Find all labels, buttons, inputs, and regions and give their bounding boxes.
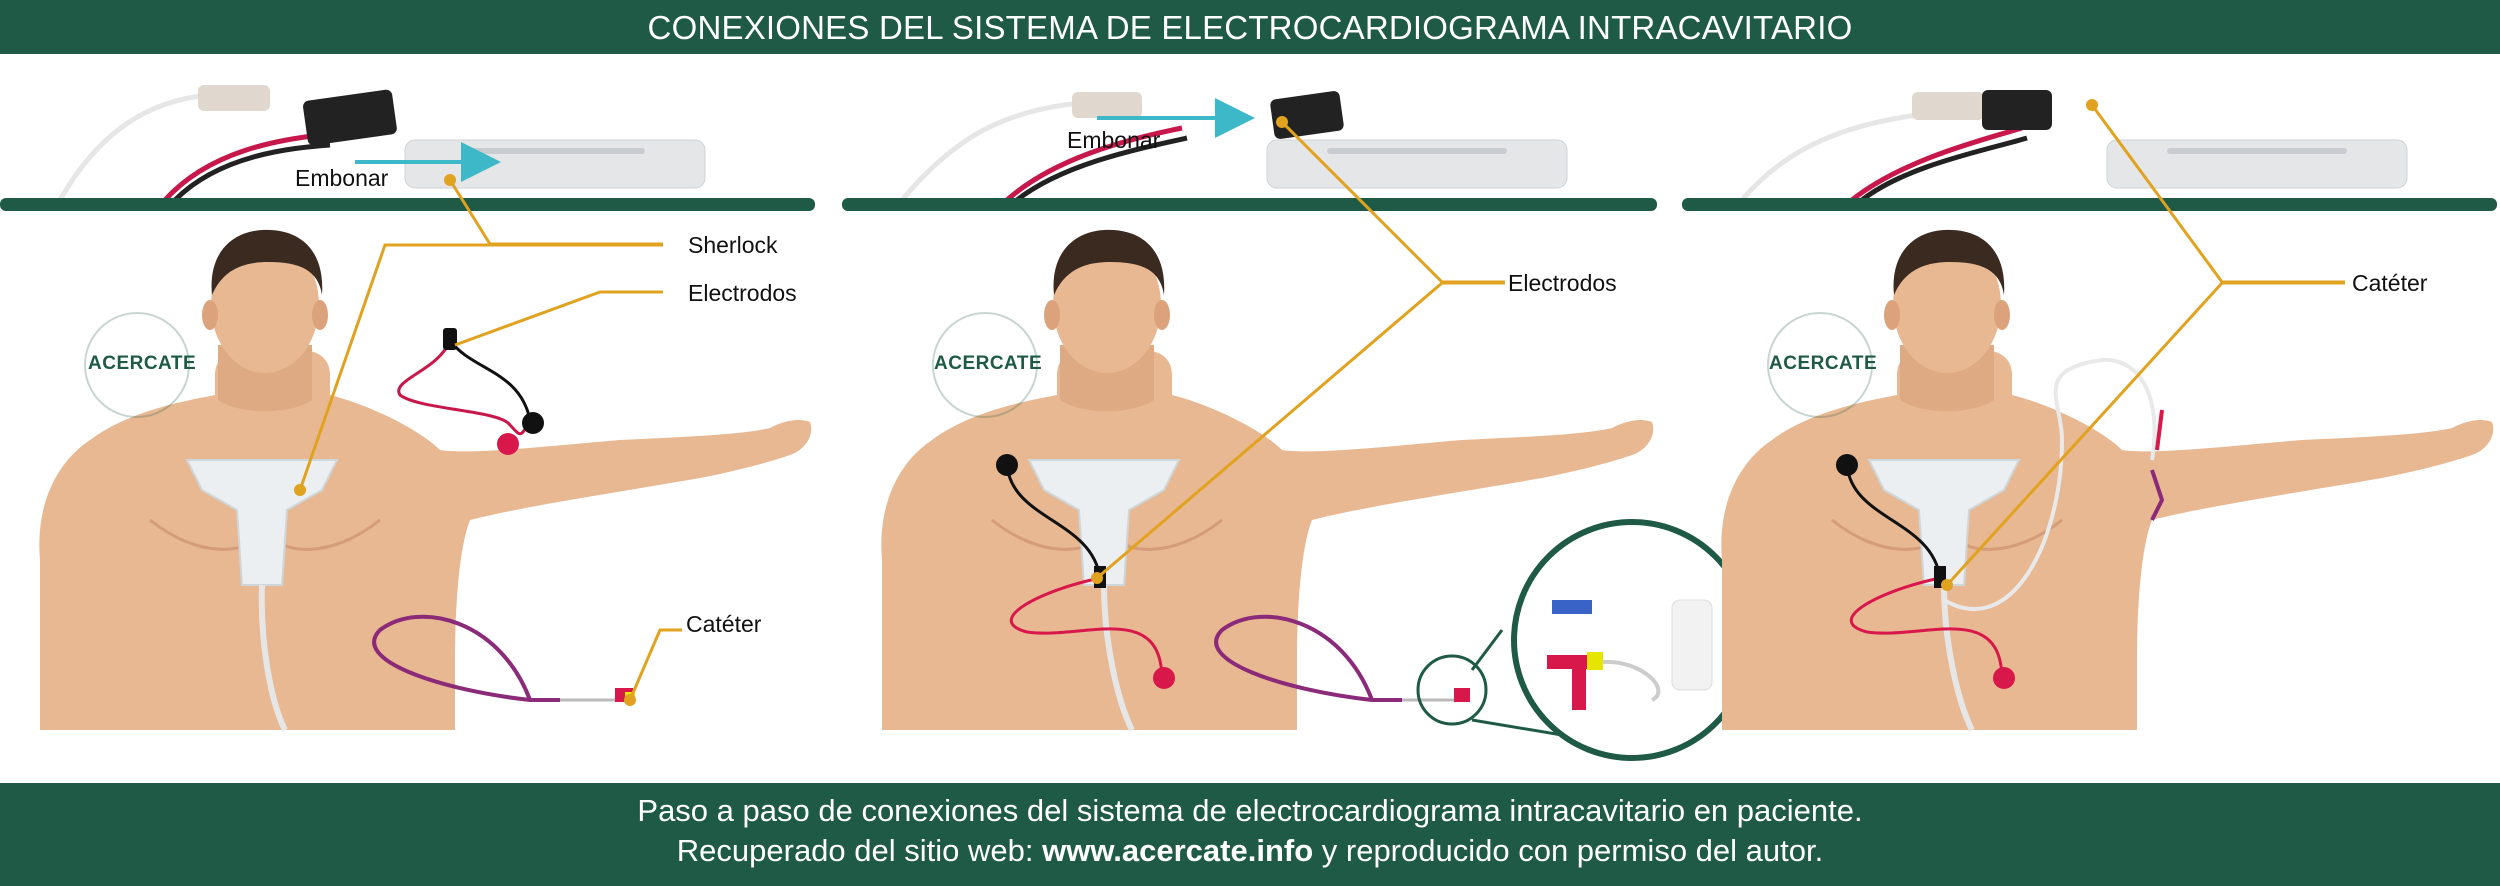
zoom-detail [1511,519,1753,761]
logo-acercate: ACERCATE [1769,353,1878,374]
catheter-line [372,614,560,702]
logo-badges [84,312,1873,418]
caption-prefix: Recuperado del sitio web: [676,833,1043,868]
label-embonar: Embonar [295,165,389,191]
panel-2 [842,91,1753,761]
source-link[interactable]: www.acercate.info [1042,833,1314,868]
logo-acercate: ACERCATE [934,353,1043,374]
label-cateter: Catéter [2352,270,2428,296]
label-sherlock: Sherlock [688,232,778,258]
panel-1 [0,85,815,732]
label-cateter: Catéter [686,611,762,637]
electrode-black [522,412,544,434]
page-title: CONEXIONES DEL SISTEMA DE ELECTROCARDIOG… [0,0,2500,54]
panel-3 [1682,90,2497,732]
caption-suffix: y reproducido con permiso del autor. [1313,833,1824,868]
logo-acercate: ACERCATE [88,353,197,374]
footer-caption: Paso a paso de conexiones del sistema de… [0,783,2500,886]
label-electrodos: Electrodos [1508,270,1617,296]
connector-black [303,89,397,146]
caption-line-1: Paso a paso de conexiones del sistema de… [637,793,1863,828]
label-electrodos: Electrodos [688,280,797,306]
diagram-canvas [0,85,2497,761]
electrode-red [497,433,519,455]
connector-plug [198,85,270,111]
caption-line-2: Recuperado del sitio web: www.acercate.i… [0,833,2500,869]
label-embonar: Embonar [1067,127,1161,153]
